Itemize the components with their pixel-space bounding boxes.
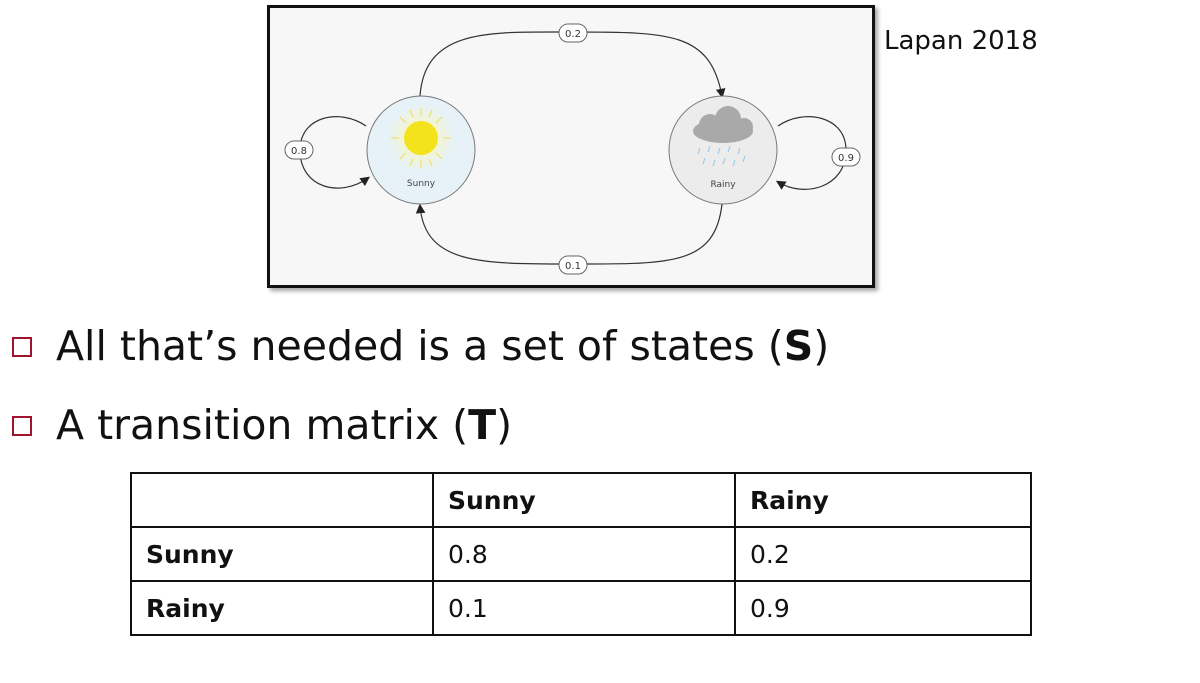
diagram-svg: Sunny [284,23,861,275]
bullet-square-icon [12,415,32,436]
prob-badge-sunny-self: 0.8 [284,140,314,160]
table-row: Rainy 0.1 0.9 [130,580,1032,636]
table-cell: 0.2 [734,526,1032,582]
table-header-cell: Rainy [734,472,1032,528]
svg-text:0.8: 0.8 [291,146,307,157]
table-cell: 0.8 [432,526,736,582]
prob-badge-sunny-to-rainy: 0.2 [558,23,588,43]
rain-cloud-icon [693,106,753,167]
markov-chain-diagram: Sunny [267,5,875,288]
prob-badge-rainy-self: 0.9 [831,147,861,167]
svg-text:0.9: 0.9 [838,153,854,164]
prob-badge-rainy-to-sunny: 0.1 [558,255,588,275]
table-header-cell [130,472,434,528]
bullet-square-icon [12,336,32,357]
state-sunny: Sunny [366,95,476,205]
table-row: Sunny 0.8 0.2 [130,526,1032,582]
table-row-header: Rainy [130,580,434,636]
table-header-row: Sunny Rainy [130,472,1032,528]
state-rainy: Rainy [668,95,778,205]
table-header-cell: Sunny [432,472,736,528]
table-row-header: Sunny [130,526,434,582]
bullet-states-text: All that’s needed is a set of states (S) [56,322,830,370]
state-rainy-label: Rainy [710,180,736,190]
bullet-transition-matrix: A transition matrix (T) [12,405,512,446]
sun-icon [387,104,455,172]
svg-text:0.1: 0.1 [565,261,581,272]
transition-rainy-to-sunny-arc [415,203,723,265]
table-cell: 0.9 [734,580,1032,636]
bullet-transition-matrix-text: A transition matrix (T) [56,401,513,449]
table-cell: 0.1 [432,580,736,636]
state-sunny-label: Sunny [407,179,436,189]
image-credit: Lapan 2018 [884,26,1038,56]
svg-text:0.2: 0.2 [565,29,581,40]
bullet-states: All that’s needed is a set of states (S) [12,326,829,367]
transition-matrix-table: Sunny Rainy Sunny 0.8 0.2 Rainy 0.1 0.9 [130,472,1032,636]
